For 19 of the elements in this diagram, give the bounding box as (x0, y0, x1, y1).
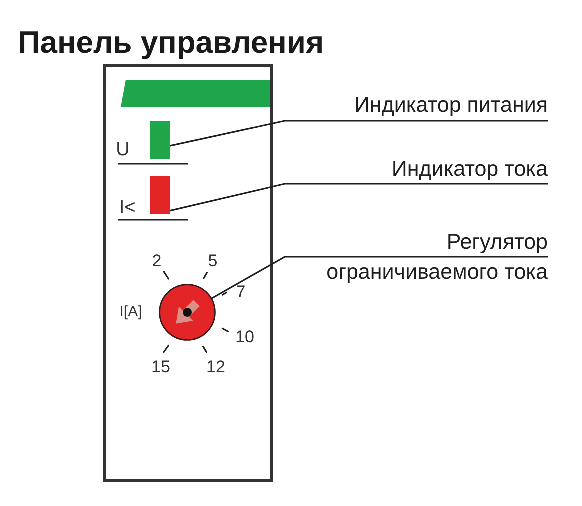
scale-number: 2 (152, 252, 162, 270)
leader-line (170, 120, 548, 147)
leader-line (211, 256, 548, 300)
scale-number: 7 (236, 284, 246, 300)
leader-line (170, 183, 548, 212)
scale-number: 15 (152, 358, 170, 376)
callout-label: Индикатор тока (390, 157, 548, 184)
title: Панель управления (18, 27, 324, 58)
panel-symbol: U (116, 140, 130, 160)
panel-symbol: I< (119, 198, 136, 218)
callout-label: Регулятор ограничиваемого тока (325, 227, 548, 287)
scale-number: 5 (208, 252, 218, 270)
indicator-lamp (150, 121, 170, 159)
scale-number: 12 (206, 358, 226, 376)
callout-label: Индикатор питания (353, 93, 548, 121)
indicator-lamp (150, 176, 170, 214)
rotary-knob (159, 284, 216, 341)
scale-unit: I[A] (120, 304, 142, 320)
scale-number: 10 (236, 328, 254, 346)
